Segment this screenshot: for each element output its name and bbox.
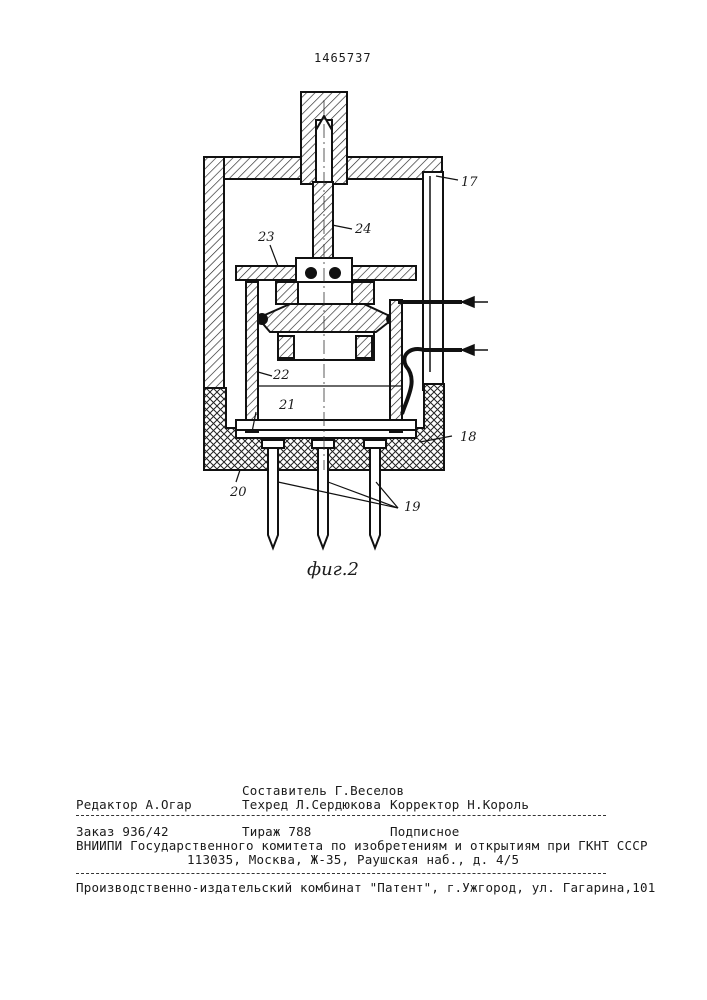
arrows (462, 297, 488, 355)
editor-line: Редактор А.Огар (76, 797, 192, 812)
corrector-line: Корректор Н.Король (390, 797, 529, 812)
cover-23 (236, 258, 416, 304)
footer-divider-bottom (76, 873, 606, 874)
label-23: 23 (258, 230, 275, 245)
figure-2-drawing (0, 0, 707, 600)
techred-line: Техред Л.Сердюкова (242, 797, 381, 812)
figure-caption: фиг.2 (307, 559, 359, 580)
compiler-line: Составитель Г.Веселов (242, 783, 404, 798)
label-24: 24 (355, 222, 372, 237)
address-line: 113035, Москва, Ж-35, Раушская наб., д. … (187, 852, 519, 867)
publisher-line: Производственно-издательский комбинат "П… (76, 880, 655, 895)
label-22: 22 (273, 368, 290, 383)
circulation-line: Тираж 788 (242, 824, 312, 839)
order-line: Заказ 936/42 (76, 824, 169, 839)
footer-divider-top (76, 815, 606, 816)
diaphragm (257, 304, 397, 360)
subscription-line: Подписное (390, 824, 460, 839)
label-18: 18 (460, 430, 477, 445)
label-21: 21 (279, 398, 296, 413)
organization-line: ВНИИПИ Государственного комитета по изоб… (76, 838, 648, 853)
label-19: 19 (404, 500, 421, 515)
label-17: 17 (461, 175, 478, 190)
label-20: 20 (230, 485, 247, 500)
